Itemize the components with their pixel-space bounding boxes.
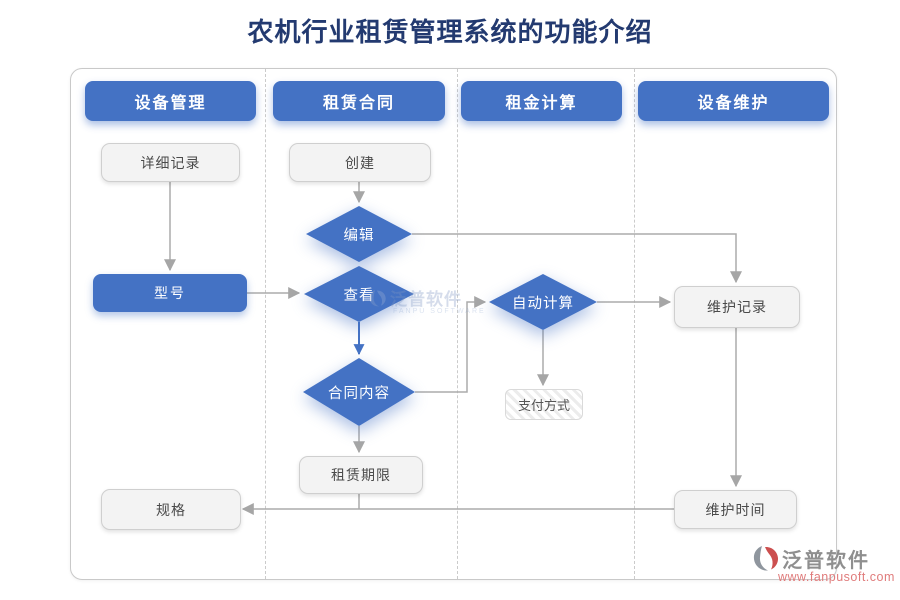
node-lease-term: 租赁期限 bbox=[299, 456, 423, 494]
lane-header-label: 设备维护 bbox=[697, 95, 770, 112]
lane-separator bbox=[634, 69, 635, 579]
lane-separator bbox=[265, 69, 266, 579]
node-auto-calc-diamond: 自动计算 bbox=[489, 274, 597, 330]
node-payment-method: 支付方式 bbox=[505, 389, 583, 420]
node-spec: 规格 bbox=[101, 489, 241, 530]
diamond-shape: 查看 bbox=[304, 266, 414, 322]
page-title: 农机行业租赁管理系统的功能介绍 bbox=[247, 18, 653, 47]
node-maintenance-time: 维护时间 bbox=[674, 490, 797, 529]
node-model: 型号 bbox=[93, 274, 247, 312]
fanpu-logo-icon bbox=[753, 546, 779, 571]
lane-header-equipment-management: 设备管理 bbox=[85, 81, 256, 121]
node-detail-record: 详细记录 bbox=[101, 143, 240, 182]
diagram-frame: 设备管理 租赁合同 租金计算 设备维护 详细记录 型号 规格 创建 编辑 查看 … bbox=[70, 68, 837, 580]
lane-header-rent-calculation: 租金计算 bbox=[461, 81, 622, 121]
node-create: 创建 bbox=[289, 143, 431, 182]
node-maintenance-record: 维护记录 bbox=[674, 286, 800, 328]
lane-header-label: 租金计算 bbox=[505, 95, 578, 112]
lane-header-label: 租赁合同 bbox=[322, 95, 395, 112]
watermark-url: www.fanpusoft.com bbox=[778, 570, 895, 584]
lane-separator bbox=[457, 69, 458, 579]
lane-header-equipment-maintenance: 设备维护 bbox=[638, 81, 829, 121]
diamond-shape: 自动计算 bbox=[489, 274, 597, 330]
node-view-diamond: 查看 bbox=[304, 266, 414, 322]
diamond-shape: 编辑 bbox=[306, 206, 412, 262]
node-contract-content-diamond: 合同内容 bbox=[303, 358, 415, 426]
corner-watermark: 泛普软件 www.fanpusoft.com bbox=[750, 543, 895, 584]
watermark-brand: 泛普软件 bbox=[782, 549, 870, 572]
diamond-shape: 合同内容 bbox=[303, 358, 415, 426]
lane-header-lease-contract: 租赁合同 bbox=[273, 81, 445, 121]
lane-header-label: 设备管理 bbox=[134, 95, 207, 112]
node-edit-diamond: 编辑 bbox=[306, 206, 412, 262]
